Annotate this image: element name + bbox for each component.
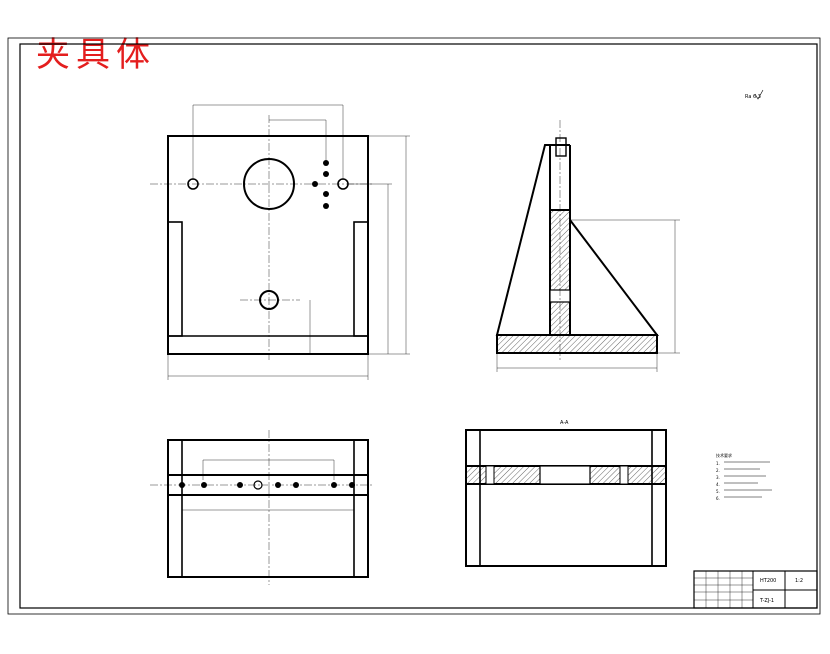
roughness-note: Ra 6.3 [745, 94, 761, 100]
svg-text:2.: 2. [716, 468, 720, 473]
front-pin-5 [323, 203, 329, 209]
top-view-body [167, 439, 369, 578]
front-pin-1 [323, 160, 329, 166]
title-block: HT200 1:2 T-ZJ-1 [693, 570, 818, 609]
svg-text:6.: 6. [716, 496, 720, 501]
side-base [496, 334, 658, 354]
sheet-inner-border [19, 43, 818, 609]
section-label: A-A [560, 420, 569, 426]
side-left-rib [495, 144, 551, 336]
front-left-leg [167, 221, 183, 337]
side-top-slot [555, 137, 567, 157]
front-view [150, 104, 410, 380]
title-block-material: HT200 [760, 578, 776, 584]
svg-text:3.: 3. [716, 475, 720, 480]
title-block-drawing-no: T-ZJ-1 [759, 598, 774, 604]
section-body [465, 429, 667, 567]
front-pin-2 [323, 171, 329, 177]
tech-req-heading: 技术要求 [716, 452, 732, 458]
side-view [495, 120, 680, 372]
front-pin-4 [323, 191, 329, 197]
side-right-rib [569, 217, 660, 336]
section-view: A-A [465, 420, 667, 567]
title-block-scale: 1:2 [795, 578, 803, 584]
svg-text:5.: 5. [716, 489, 720, 494]
top-view [150, 430, 372, 585]
svg-text:1.: 1. [716, 461, 720, 466]
roughness-symbol-icon [754, 89, 764, 100]
tech-requirements: 技术要求 1. 2. 3. 4. 5. 6. [716, 452, 772, 501]
front-right-leg [353, 221, 369, 337]
sheet-outer-border [7, 37, 821, 615]
svg-text:4.: 4. [716, 482, 720, 487]
front-view-body [167, 135, 369, 355]
